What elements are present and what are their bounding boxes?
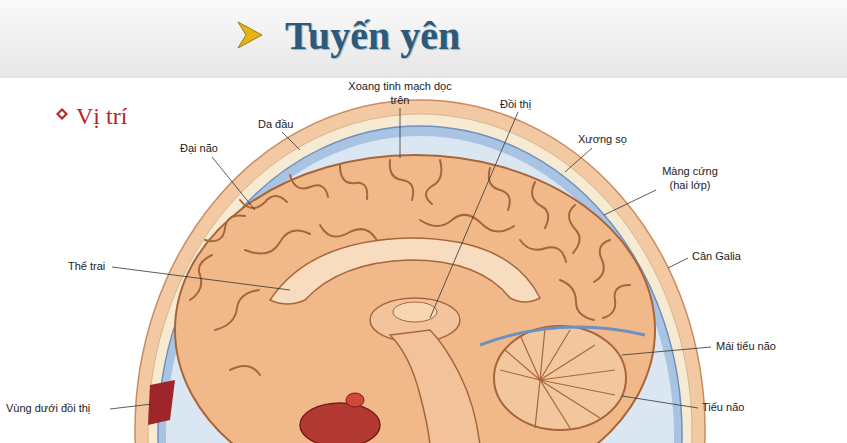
part-label: Da đầu: [258, 118, 293, 132]
part-label: Mái tiểu não: [716, 340, 776, 354]
section-heading: Vị trí: [76, 101, 127, 131]
slide-title: Tuyến yên: [285, 12, 460, 59]
part-label: Đồi thị: [500, 98, 531, 112]
part-label: Xoang tinh mạch dọc trên: [345, 80, 455, 108]
part-label: Thể trai: [68, 260, 105, 274]
part-label: Vùng dưới đồi thị: [6, 402, 90, 416]
part-label: Đại não: [180, 142, 218, 156]
part-label: Tiểu não: [702, 401, 744, 415]
part-label: Xương sọ: [578, 133, 627, 147]
part-label: Cân Galia: [692, 250, 741, 264]
part-label: Màng cứng (hai lớp): [655, 165, 725, 193]
